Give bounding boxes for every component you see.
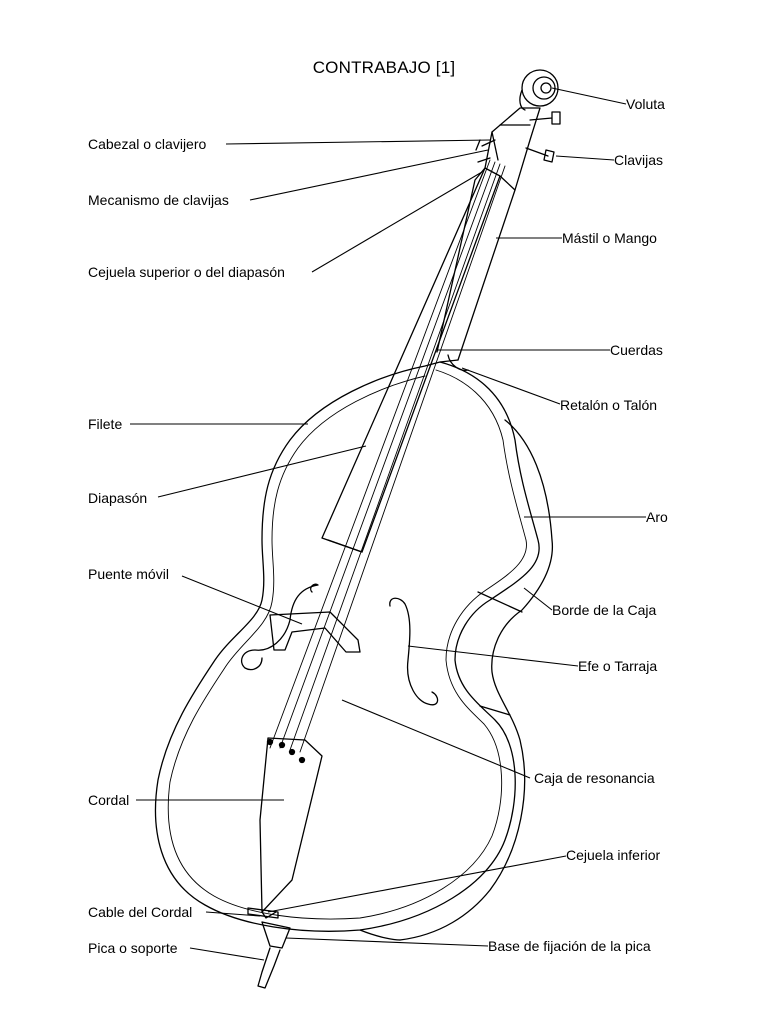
- label-cordal: Cordal: [88, 792, 130, 808]
- label-voluta: Voluta: [626, 96, 665, 112]
- label-aro: Aro: [646, 509, 668, 525]
- leader-cejuela-sup: [311, 171, 483, 273]
- label-cejuela-superior: Cejuela superior o del diapasón: [88, 264, 285, 280]
- label-caja: Caja de resonancia: [534, 770, 655, 786]
- label-borde: Borde de la Caja: [552, 602, 657, 618]
- strings: [269, 159, 506, 753]
- leader-base-pica: [285, 937, 489, 947]
- peg-1: [529, 111, 561, 125]
- tailpiece: [259, 737, 323, 913]
- rib-edge: [399, 419, 554, 941]
- f-hole-left: [241, 583, 319, 671]
- label-retalon: Retalón o Talón: [560, 397, 658, 413]
- label-pica: Pica o soporte: [88, 940, 178, 956]
- label-cuerdas: Cuerdas: [610, 342, 663, 358]
- fingerboard: [321, 167, 501, 553]
- leader-voluta: [551, 87, 627, 105]
- label-efe: Efe o Tarraja: [578, 658, 658, 674]
- leader-clavijas: [555, 155, 615, 161]
- rib-lower: [359, 929, 401, 941]
- label-cable: Cable del Cordal: [88, 904, 193, 920]
- diagram-title: CONTRABAJO [1]: [312, 58, 456, 77]
- lower-nut: [247, 907, 279, 919]
- f-hole-right: [389, 597, 439, 706]
- peg-left-2: [477, 157, 491, 163]
- leader-puente: [181, 575, 303, 625]
- peg-left-1: [475, 139, 496, 151]
- label-filete: Filete: [88, 416, 123, 432]
- leader-borde: [523, 587, 553, 611]
- leader-cable: [205, 911, 261, 917]
- label-base-pica: Base de fijación de la pica: [488, 938, 651, 954]
- leader-mecanismo: [249, 149, 489, 201]
- label-puente: Puente móvil: [88, 566, 169, 582]
- leader-cejuela-inf: [267, 855, 567, 913]
- tail-gut: [261, 911, 277, 919]
- leader-caja: [341, 699, 531, 779]
- label-mastil: Mástil o Mango: [562, 230, 657, 246]
- leader-efe: [407, 645, 579, 667]
- leader-retalon: [461, 367, 561, 405]
- purfling-line: [167, 369, 527, 920]
- leader-pica: [189, 947, 265, 961]
- body-outline: [154, 361, 540, 932]
- peg-2: [525, 147, 555, 163]
- label-cejuela-inferior: Cejuela inferior: [566, 847, 661, 863]
- heel: [447, 354, 469, 371]
- bridge: [269, 611, 361, 653]
- scroll-outer: [521, 69, 559, 107]
- label-clavijas: Clavijas: [614, 152, 664, 168]
- endpin-base: [261, 921, 291, 949]
- label-cabezal: Cabezal o clavijero: [88, 136, 207, 152]
- leader-diapason: [157, 445, 367, 498]
- label-mecanismo: Mecanismo de clavijas: [88, 192, 229, 208]
- label-diapason: Diapasón: [88, 490, 148, 506]
- leader-cabezal: [225, 139, 491, 145]
- endpin: [257, 947, 281, 989]
